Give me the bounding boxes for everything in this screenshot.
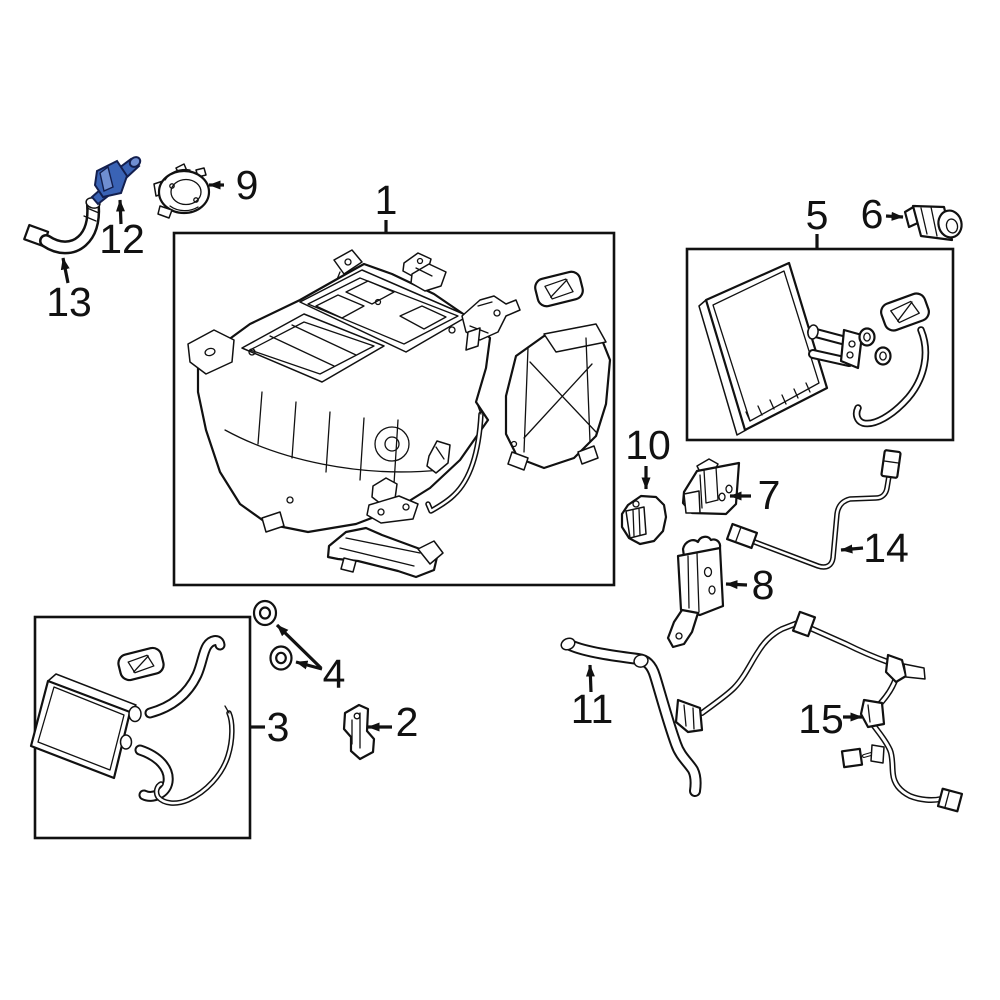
callout-13: 13: [46, 257, 92, 325]
part-11-drain-hose-drawing: [560, 637, 702, 797]
part-1-right-housing-drawing: [504, 323, 612, 471]
part-4-grommets-drawing: [252, 599, 293, 671]
part-1-hvac-case-drawing: [187, 249, 492, 534]
callout-9: 9: [208, 162, 259, 208]
callout-label-3: 3: [267, 704, 290, 750]
part-10-bracket-drawing: [620, 494, 668, 546]
callout-11: 11: [571, 664, 614, 732]
part-1-lower-bracket-drawing: [326, 526, 444, 579]
callout-8: 8: [725, 562, 775, 608]
callout-15: 15: [798, 696, 863, 742]
callout-3: 3: [250, 704, 289, 750]
part-15-harness-drawing: [674, 610, 964, 813]
callout-label-11: 11: [571, 686, 614, 732]
callout-2: 2: [367, 699, 419, 745]
callout-10: 10: [625, 422, 671, 490]
callout-label-1: 1: [375, 177, 398, 223]
part-1-grommet-drawing: [534, 270, 584, 308]
part-1-foot-bracket-drawing: [366, 477, 419, 524]
callout-label-13: 13: [46, 279, 92, 325]
part-8-actuator-drawing: [666, 535, 725, 649]
callout-label-2: 2: [396, 699, 419, 745]
part-3-heater-core-drawing: [29, 635, 235, 806]
part-1-bracket-drawing: [461, 295, 521, 351]
part-6-sensor-drawing: [903, 204, 963, 242]
callout-label-4: 4: [323, 651, 346, 697]
part-14-wire-drawing: [725, 449, 902, 570]
callout-label-5: 5: [806, 192, 829, 238]
part-5-box: [685, 247, 955, 442]
part-1-clip-drawing: [402, 252, 447, 292]
callout-7: 7: [729, 472, 781, 518]
part-1-wedge-drawing: [426, 440, 451, 474]
callout-5: 5: [806, 192, 829, 249]
part-1-rod-drawing: [425, 405, 484, 514]
part-9-motor-drawing: [153, 163, 211, 219]
part-5-evaporator-drawing: [698, 261, 930, 436]
callout-label-15: 15: [798, 696, 844, 742]
callout-14: 14: [840, 525, 909, 571]
part-12-highlighted-sensor-drawing: [90, 156, 142, 206]
callouts-layer: 1 2 3 4 5 6 7 8: [46, 162, 909, 750]
part-2-bracket-drawing: [342, 703, 376, 761]
callout-label-14: 14: [863, 525, 909, 571]
part-13-water-hose-drawing: [23, 197, 101, 255]
callout-6: 6: [861, 191, 904, 237]
callout-label-9: 9: [236, 162, 259, 208]
callout-4: 4: [275, 623, 346, 697]
callout-label-10: 10: [625, 422, 671, 468]
part-1-box: [172, 231, 616, 587]
callout-1: 1: [375, 177, 398, 233]
callout-label-8: 8: [752, 562, 775, 608]
callout-label-6: 6: [861, 191, 884, 237]
callout-label-12: 12: [99, 216, 145, 262]
part-7-bracket-drawing: [681, 458, 741, 516]
callout-label-7: 7: [758, 472, 781, 518]
callout-12: 12: [99, 199, 145, 262]
